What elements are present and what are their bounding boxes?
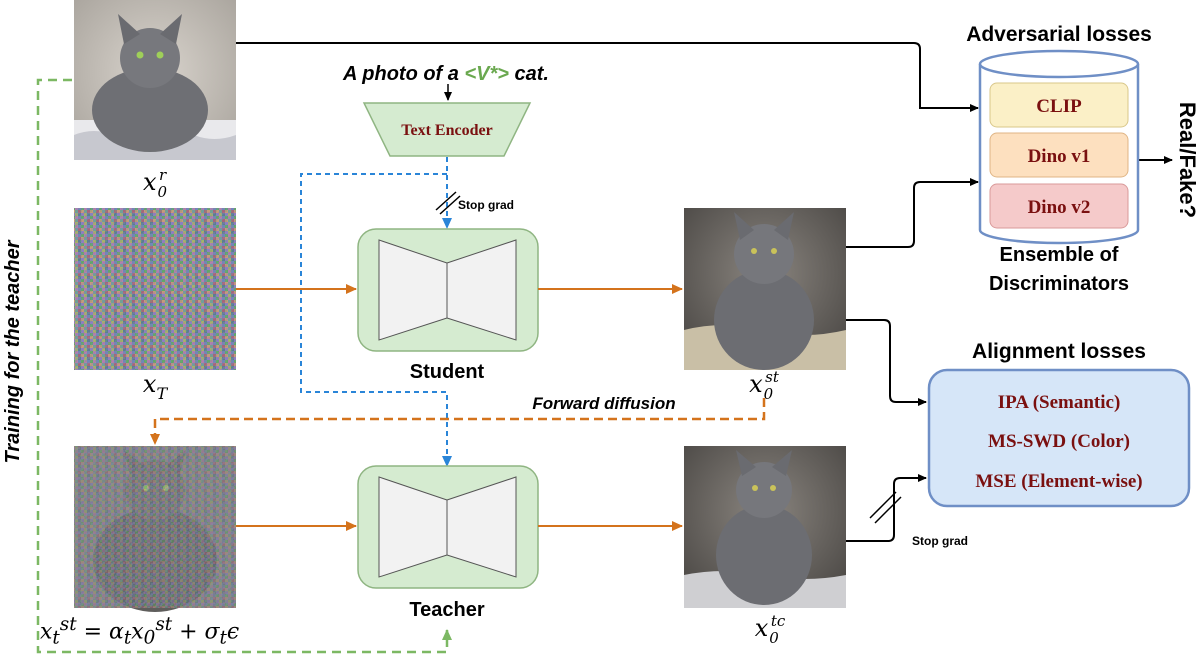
label-x0r: x0r [143,166,168,201]
encoder-to-teacher-arrow [300,173,452,467]
label-noisy-eq-wrap: xtst = αtx0st + σtϵ [40,614,240,646]
discriminator-clip-label: CLIP [1036,96,1082,117]
discriminator-dino-v2: Dino v2 [989,183,1129,229]
label-noisy-eq: xtst = αtx0st + σtϵ [40,614,240,646]
stop-grad-label-2: Stop grad [912,534,968,548]
alignment-box [927,368,1191,508]
forward-diffusion-label: Forward diffusion [532,394,675,413]
student-network [357,228,539,352]
discriminator-dino-v2-label: Dino v2 [1028,197,1091,218]
label-x0tc: x0tc [755,612,786,647]
student-output-image [684,208,846,370]
teacher-training-label: Training for the teacher [2,239,24,463]
teacher-label: Teacher [409,599,484,621]
real-fake-label: Real/Fake? [1175,102,1196,218]
teacher-output-image [684,446,846,608]
ensemble-caption-1: Ensemble of [1000,244,1119,266]
alignment-title: Alignment losses [972,340,1146,363]
teacher-training-loop [36,78,452,654]
stop-grad-mark-2a [869,491,897,519]
noise-image [74,208,236,370]
stop-grad-mark-2b [874,496,902,524]
discriminator-clip: CLIP [989,82,1129,128]
noisy-cat-image [74,446,236,612]
adversarial-title: Adversarial losses [966,23,1152,46]
alignment-ms-swd: MS-SWD (Color) [988,431,1130,452]
student-to-discriminator-arrow [846,178,979,248]
discriminator-dino-v1-label: Dino v1 [1028,146,1091,167]
alignment-mse: MSE (Element-wise) [975,471,1142,492]
real-cat-image [74,0,236,160]
teacher-to-alignment-arrow [846,474,927,542]
label-xT: xT [143,370,169,403]
student-label: Student [410,361,485,383]
stop-grad-label-1: Stop grad [458,198,514,212]
ensemble-caption-2: Discriminators [989,273,1129,295]
teacher-network [357,465,539,589]
alignment-ipa: IPA (Semantic) [998,392,1121,413]
stop-grad-mark-1b [439,195,461,215]
text-encoder-label: Text Encoder [401,122,492,139]
forward-diffusion-arrow [150,398,766,445]
real-to-discriminator-arrow [236,42,979,112]
text-encoder-box [362,102,532,157]
label-x0st: x0st [749,368,780,403]
prompt-text: A photo of a <V*> cat. [342,63,549,85]
discriminator-dino-v1: Dino v1 [989,132,1129,178]
student-to-alignment-arrow [846,319,927,406]
stop-grad-mark-1a [435,191,457,211]
